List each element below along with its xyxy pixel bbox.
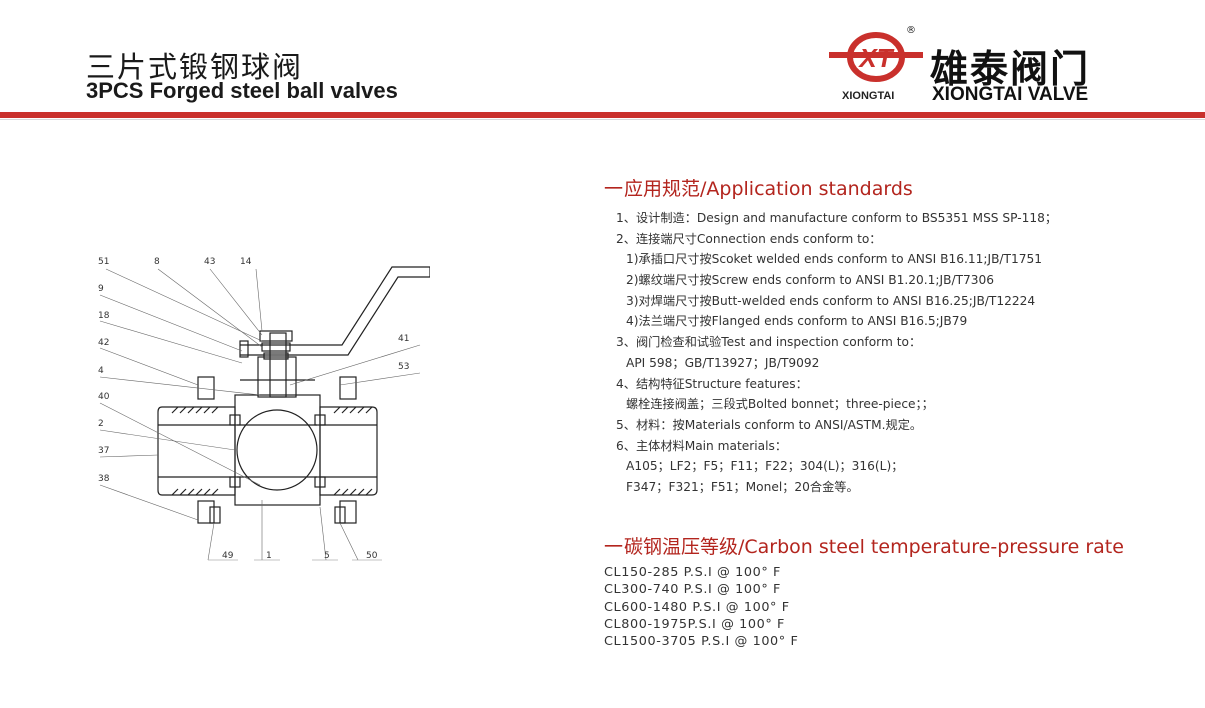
list-item: 2)螺纹端尺寸按Screw ends conform to ANSI B1.20…: [626, 273, 995, 288]
valve-section-drawing: 51 8 43 14 9 18 42 4 40 2 37 38 41 53 49…: [98, 257, 430, 561]
list-item: 4、结构特征Structure features：: [616, 376, 808, 391]
part-label: 50: [366, 551, 378, 561]
list-item: CL150-285 P.S.I @ 100° F: [604, 565, 781, 580]
list-item: CL800-1975P.S.I @ 100° F: [604, 616, 786, 632]
brand-logo-icon: XT: [829, 32, 923, 82]
part-label: 51: [98, 257, 109, 267]
page-title-en: 3PCS Forged steel ball valves: [86, 78, 398, 103]
part-label: 49: [222, 551, 234, 561]
part-labels: 51 8 43 14 9 18 42 4 40 2 37 38 41 53 49…: [98, 257, 409, 561]
list-item: 6、主体材料Main materials：: [616, 438, 788, 453]
header-divider-thin: [0, 119, 1205, 120]
part-label: 18: [98, 311, 110, 321]
brand-name-en: XIONGTAI VALVE: [932, 84, 1089, 105]
part-label: 5: [324, 551, 330, 561]
list-item: 2、连接端尺寸Connection ends conform to：: [616, 231, 882, 246]
brand-mark-letters: XT: [857, 43, 894, 73]
list-item: 5、材料：按Materials conform to ANSI/ASTM.规定。: [616, 417, 923, 432]
part-label: 37: [98, 446, 109, 456]
heading-bullet-icon: ⼀: [604, 536, 624, 558]
part-label: 42: [98, 338, 109, 348]
part-label: 43: [204, 257, 215, 267]
part-label: 40: [98, 392, 110, 402]
page-title-cn: 三片式锻钢球阀: [86, 50, 304, 84]
part-label: 14: [240, 257, 252, 267]
part-label: 1: [266, 551, 272, 561]
part-label: 38: [98, 474, 110, 484]
list-item: 3、阀门检查和试验Test and inspection conform to：: [616, 335, 922, 350]
part-label: 53: [398, 362, 409, 372]
brand-name-small: XIONGTAI: [842, 90, 895, 102]
application-standards-list: 1、设计制造：Design and manufacture conform to…: [604, 208, 1057, 498]
application-standards-heading: ⼀应用规范/Application standards: [604, 174, 913, 201]
list-item: CL300-740 P.S.I @ 100° F: [604, 582, 781, 598]
list-item: 螺栓连接阀盖；三段式Bolted bonnet；three-piece；；: [626, 397, 934, 412]
heading-bullet-icon: ⼀: [604, 178, 624, 200]
part-label: 9: [98, 284, 104, 294]
application-standards-title: 应用规范/Application standards: [624, 178, 913, 200]
pressure-rating-title: 碳钢温压等级/Carbon steel temperature-pressure…: [624, 536, 1124, 558]
brand-name-cn: 雄泰阀门: [930, 47, 1091, 91]
part-label: 4: [98, 366, 104, 376]
pressure-rating-list: CL150-285 P.S.I @ 100° F CL300-740 P.S.I…: [604, 564, 798, 650]
list-item: 1)承插口尺寸按Scoket welded ends conform to AN…: [626, 252, 1042, 267]
pressure-rating-heading: ⼀碳钢温压等级/Carbon steel temperature-pressur…: [604, 532, 1124, 559]
header-divider: [0, 112, 1205, 118]
list-item: 3)对焊端尺寸按Butt-welded ends conform to ANSI…: [626, 293, 1036, 308]
list-item: API 598；GB/T13927；JB/T9092: [626, 355, 820, 370]
part-label: 41: [398, 334, 409, 344]
list-item: CL1500-3705 P.S.I @ 100° F: [604, 634, 799, 650]
list-item: 1、设计制造：Design and manufacture conform to…: [616, 211, 1058, 225]
registered-mark: ®: [906, 25, 916, 36]
list-item: A105；LF2；F5；F11；F22；304(L)；316(L)；: [626, 459, 904, 474]
list-item: 4)法兰端尺寸按Flanged ends conform to ANSI B16…: [626, 314, 968, 329]
part-label: 2: [98, 419, 104, 429]
list-item: CL600-1480 P.S.I @ 100° F: [604, 599, 790, 615]
list-item: F347；F321；F51；Monel；20合金等。: [626, 479, 859, 494]
part-label: 8: [154, 257, 160, 267]
